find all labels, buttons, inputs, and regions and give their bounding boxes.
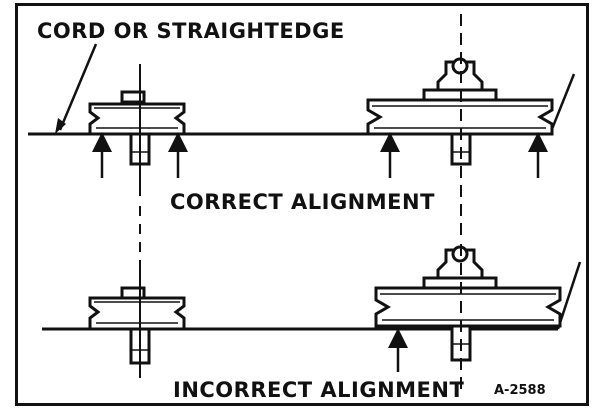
- cord-leader-line: [58, 43, 98, 131]
- incorrect-alignment-label: INCORRECT ALIGNMENT: [173, 378, 465, 402]
- figure-id: A-2588: [494, 383, 546, 398]
- small-pulley-incorrect: [88, 286, 186, 365]
- figure-border: [15, 3, 589, 406]
- small-pulley-correct: [88, 90, 186, 166]
- large-pulley-incorrect: [374, 245, 562, 362]
- cord-label: CORD OR STRAIGHTEDGE: [37, 19, 345, 43]
- correct-alignment-label: CORRECT ALIGNMENT: [170, 190, 435, 214]
